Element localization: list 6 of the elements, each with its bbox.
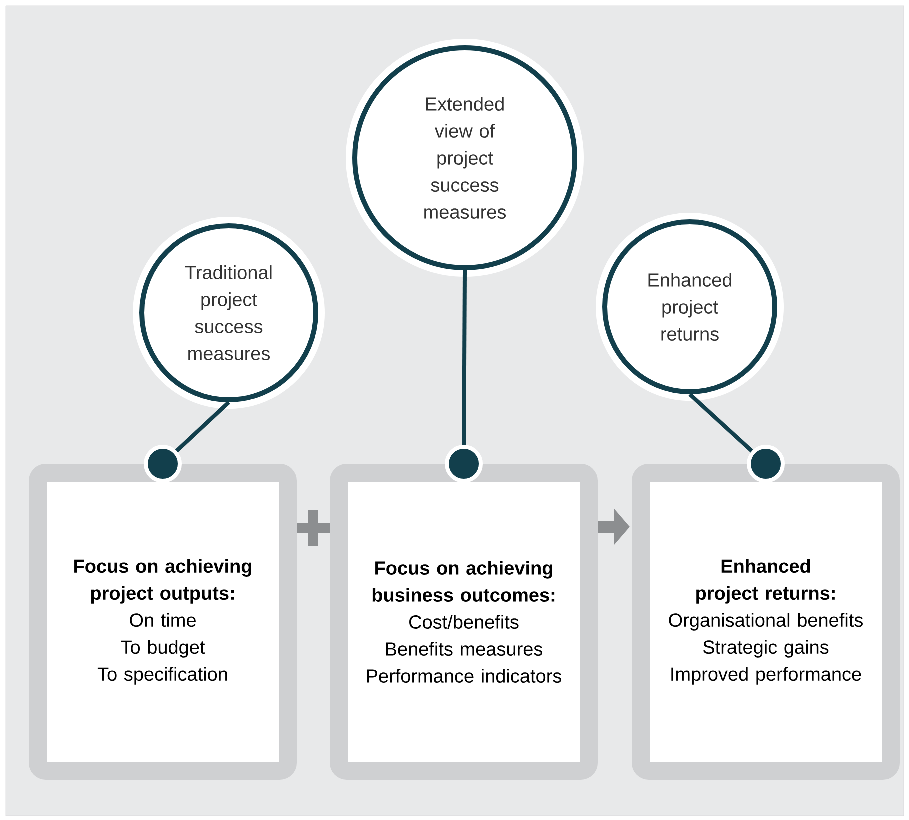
text-box: Enhanced project returns: Organisational benefits Strategic gains Improved performance [632, 464, 900, 780]
text-box: Focus on achieving business outcomes: Cost/benefits Benefits measures Performance indicators [330, 464, 598, 780]
connector [688, 393, 785, 483]
connector [144, 401, 230, 483]
text-box: Focus on achieving project outputs: On time To budget To specification [29, 464, 297, 780]
connector [445, 270, 483, 483]
